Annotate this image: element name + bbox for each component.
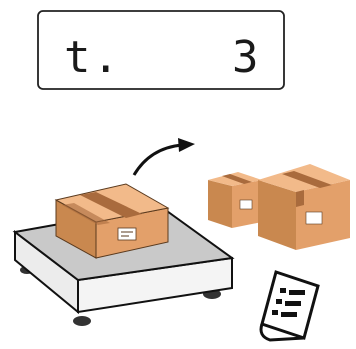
display-left-text: t. <box>64 32 121 83</box>
scale-foot <box>73 316 91 326</box>
printed-receipt-icon <box>261 272 318 340</box>
cardboard-box-icon <box>258 164 350 250</box>
cardboard-box-icon <box>208 172 262 228</box>
lcd-display: t. 3 <box>38 11 284 89</box>
display-right-text: 3 <box>232 32 261 83</box>
curved-arrow-icon <box>134 138 195 175</box>
